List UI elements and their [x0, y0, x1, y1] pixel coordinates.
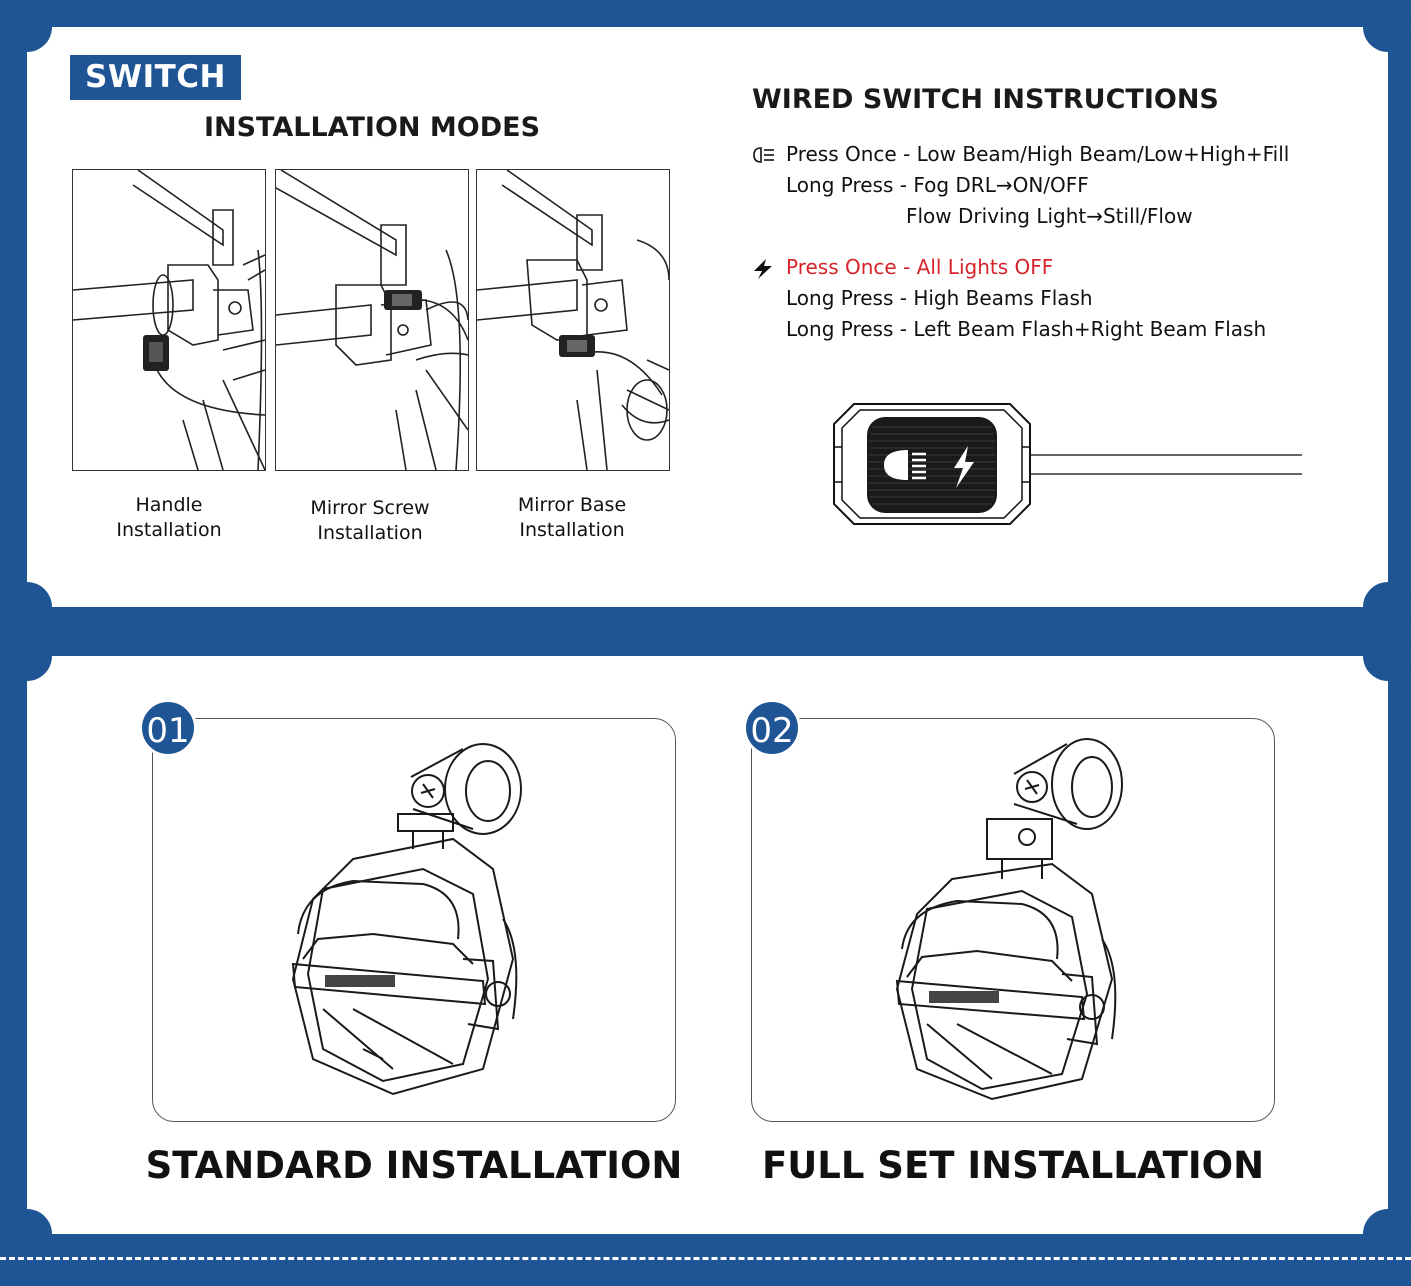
- installation-modes-title: INSTALLATION MODES: [203, 112, 541, 143]
- wired-switch-title: WIRED SWITCH INSTRUCTIONS: [752, 84, 1219, 115]
- standard-light-illustration: [291, 743, 522, 1096]
- switch-panel: SWITCH INSTALLATION MODES: [2, 2, 1411, 632]
- full-set-installation-label: FULL SET INSTALLATION: [761, 1144, 1265, 1187]
- switch-tag: SWITCH: [70, 55, 241, 100]
- light-press-once: Press Once - Low Beam/High Beam/Low+High…: [786, 142, 1290, 166]
- mode-01-badge: 01: [139, 699, 197, 757]
- dashed-divider: [0, 1257, 1411, 1260]
- lightning-icon: [754, 259, 772, 279]
- headlight-icon: [753, 147, 774, 163]
- handle-installation-image: [72, 169, 266, 471]
- flash-long-press-2: Long Press - Left Beam Flash+Right Beam …: [786, 317, 1267, 341]
- caption-handle: Handle Installation: [116, 494, 222, 541]
- caption-mirror-screw: Mirror Screw Installation: [310, 497, 430, 544]
- light-long-press: Long Press - Fog DRL→ON/OFF: [786, 173, 1089, 197]
- full-set-light-illustration: [895, 738, 1123, 1101]
- full-set-installation-card: [751, 718, 1275, 1122]
- flash-long-press-1: Long Press - High Beams Flash: [786, 286, 1093, 310]
- wired-switch-illustration: [833, 403, 1302, 525]
- standard-installation-label: STANDARD INSTALLATION: [145, 1144, 683, 1187]
- mode-02-badge: 02: [743, 699, 801, 757]
- flash-press-once: Press Once - All Lights OFF: [786, 255, 1054, 279]
- standard-installation-card: [152, 718, 676, 1122]
- mirror-screw-installation-image: [275, 169, 469, 471]
- installation-modes-panel: 01 STANDARD INSTALLATION: [2, 631, 1411, 1259]
- light-long-press-cont: Flow Driving Light→Still/Flow: [906, 204, 1193, 228]
- mirror-base-installation-image: [476, 169, 670, 471]
- caption-mirror-base: Mirror Base Installation: [517, 494, 627, 541]
